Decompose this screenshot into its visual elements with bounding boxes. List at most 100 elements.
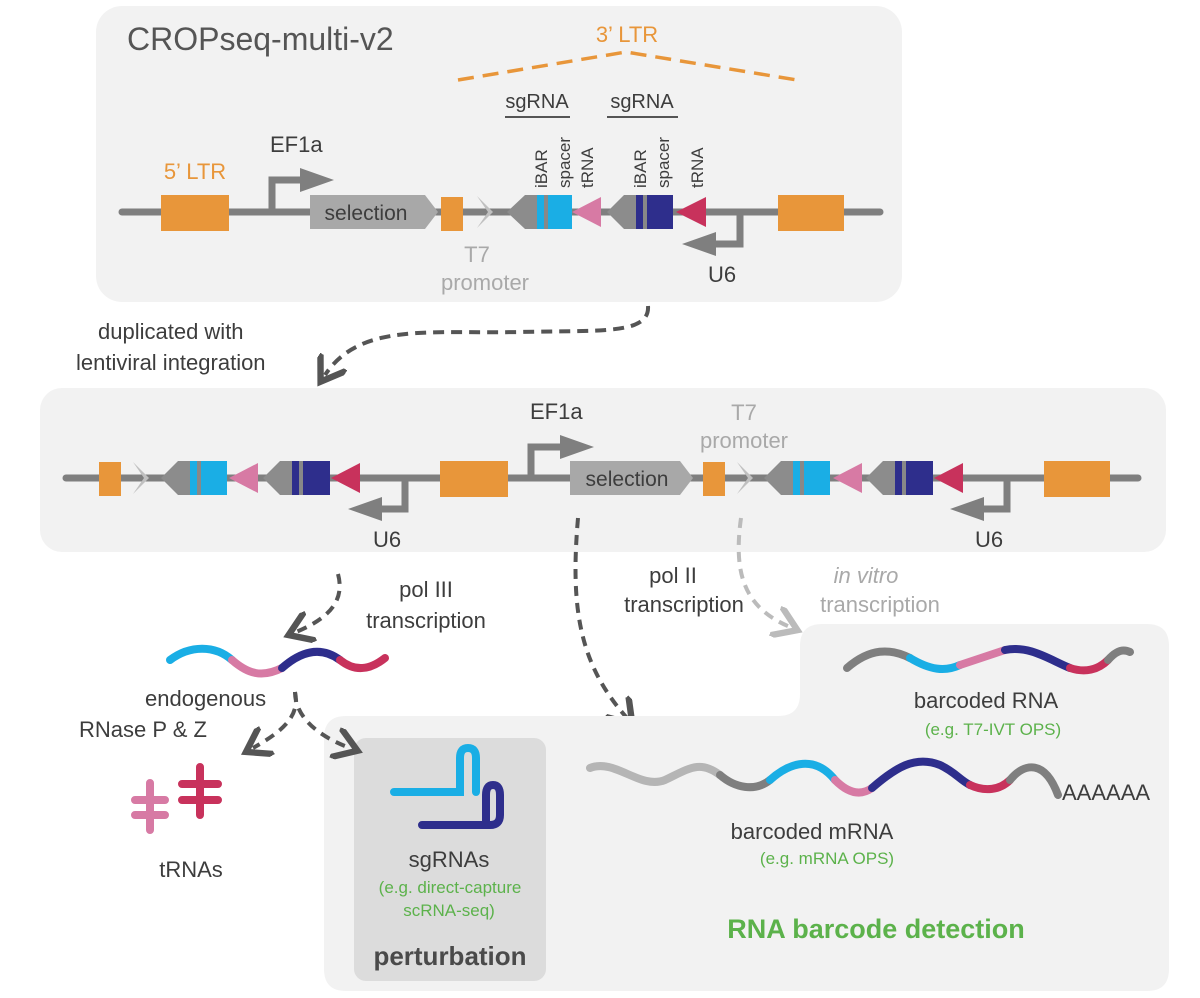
left-ltr-box (440, 461, 508, 497)
sgrnas-label: sgRNAs (409, 847, 490, 872)
sgrna1-ibar (537, 195, 544, 229)
integrated-ef1a-arrow (527, 443, 567, 478)
left-trna1 (229, 463, 258, 493)
right-t7 (737, 462, 753, 494)
rnase-to-sgrna-arrow (293, 691, 350, 748)
right-sgrna1-spacer (804, 461, 830, 495)
pre-processing-rna-strand (166, 644, 389, 678)
construct-panel: CROPseq-multi-v2 3’ LTR 5’ LTR EF1a sele… (96, 6, 902, 302)
left-sgrna1-scaffold (161, 461, 190, 495)
pol2-arrow (573, 517, 627, 718)
right-u6-arrowhead (950, 497, 984, 521)
spacer1-label: spacer (555, 137, 574, 188)
integrated-selection-label: selection (586, 468, 669, 491)
right-u6-arrow (978, 478, 1011, 513)
ibar1-label: iBAR (532, 149, 551, 188)
integration-line2: lentiviral integration (76, 350, 266, 375)
sgrna2-label: sgRNA (610, 91, 674, 113)
trna2-element (676, 197, 706, 227)
selection-label: selection (325, 202, 408, 225)
right-sgrna1-scaffold (764, 461, 793, 495)
barcoded-rna-note: (e.g. T7-IVT OPS) (925, 720, 1061, 739)
left-t7 (133, 462, 149, 494)
left-sgrna1-ibar (190, 461, 197, 495)
ivt-arrow (736, 517, 790, 627)
ltr5-label: 5’ LTR (164, 159, 226, 184)
small-ltr-box (441, 197, 463, 231)
barcoded-mrna-note: (e.g. mRNA OPS) (760, 849, 894, 868)
integrated-selection (570, 461, 693, 495)
right-trna1 (833, 463, 862, 493)
barcoded-mrna-strand (586, 757, 1062, 799)
sgrna-cyan-glyph (390, 743, 480, 796)
ivt-line2: transcription (820, 592, 940, 617)
ltr3-dashed-bracket (457, 50, 798, 82)
spacer2-label: spacer (654, 137, 673, 188)
trna-crimson-glyph (178, 763, 222, 819)
sgrna1-scaffold (507, 195, 537, 229)
barcoded-mrna-label: barcoded mRNA (731, 819, 894, 844)
pol3-line1: pol III (399, 577, 453, 602)
ef1a-promoter-arrow (268, 176, 308, 212)
left-small-ltr (99, 462, 121, 496)
right-small-ltr (703, 462, 725, 496)
sgrna-navy-glyph (418, 780, 504, 829)
pol3-line2: transcription (366, 608, 486, 633)
sgrna2-ibar-gap (643, 195, 647, 229)
left-sgrna2-gap (299, 461, 303, 495)
detection-label: RNA barcode detection (727, 914, 1025, 944)
u6-promoter-arrow (710, 212, 744, 248)
sgrna1-ibar-gap (544, 195, 548, 229)
ef1a-arrowhead (300, 168, 334, 192)
rnase-line2: RNase P & Z (79, 717, 207, 742)
trna1-label: tRNA (578, 147, 597, 188)
sgrna2-spacer (647, 195, 673, 229)
left-u6-label: U6 (373, 527, 401, 552)
trna-pink-glyph (131, 779, 169, 834)
rnase-line1: endogenous (145, 686, 266, 711)
integrated-ef1a-label: EF1a (530, 399, 583, 424)
ltr3-label: 3’ LTR (596, 22, 658, 47)
sgrnas-note-line2: scRNA-seq) (403, 901, 495, 920)
right-sgrna2-scaffold (866, 461, 895, 495)
construct-title: CROPseq-multi-v2 (127, 21, 394, 57)
left-sgrna2-scaffold (263, 461, 292, 495)
ltr3-box (778, 195, 844, 231)
sgrna1-spacer (548, 195, 572, 229)
pol2-line2: transcription (624, 592, 744, 617)
ibar2-label: iBAR (631, 149, 650, 188)
pol3-arrow (296, 573, 342, 632)
right-sgrna2-spacer (906, 461, 933, 495)
t7-promoter-element (477, 196, 493, 228)
integration-line1: duplicated with (98, 319, 244, 344)
trna1-element (572, 197, 601, 227)
selection-cassette (310, 195, 438, 229)
left-sgrna2-spacer (303, 461, 330, 495)
left-sgrna1-gap (197, 461, 201, 495)
integrated-t7-promoter-label: promoter (700, 428, 788, 453)
integrated-ef1a-arrowhead (560, 435, 594, 459)
t7-promoter-label: promoter (441, 270, 529, 295)
barcoded-rna-label: barcoded RNA (914, 688, 1059, 713)
left-sgrna2-ibar (292, 461, 299, 495)
right-u6-label: U6 (975, 527, 1003, 552)
pol2-line1: pol II (649, 563, 697, 588)
ef1a-label: EF1a (270, 132, 323, 157)
ltr5-box (161, 195, 229, 231)
right-ltr-box (1044, 461, 1110, 497)
perturbation-label: perturbation (373, 941, 526, 971)
left-u6-arrowhead (348, 497, 382, 521)
integrated-t7-label: T7 (731, 400, 757, 425)
left-u6-arrow (376, 478, 409, 513)
right-trna2 (934, 463, 963, 493)
trnas-label: tRNAs (159, 857, 223, 882)
u6-label: U6 (708, 262, 736, 287)
polya-tail: AAAAAA (1062, 780, 1150, 805)
t7-label: T7 (464, 242, 490, 267)
right-sgrna2-ibar (895, 461, 902, 495)
sgrna2-scaffold (607, 195, 636, 229)
trna2-label: tRNA (688, 147, 707, 188)
sgrna2-ibar (636, 195, 643, 229)
right-sgrna1-ibar (793, 461, 800, 495)
